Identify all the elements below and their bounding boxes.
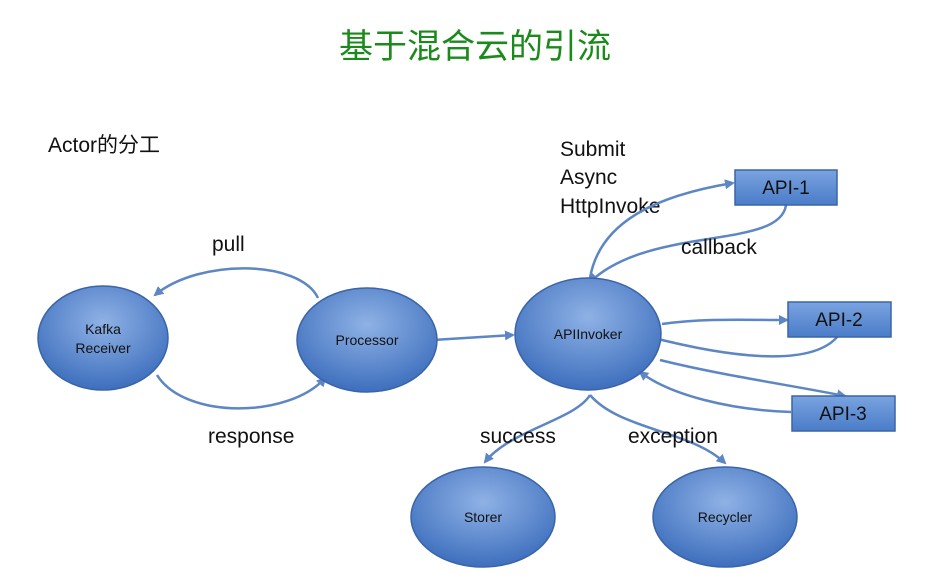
edge-label-success: success	[480, 425, 556, 448]
edge-label-callback: callback	[681, 236, 757, 259]
edge-label-pull: pull	[212, 233, 245, 256]
edges	[153, 179, 847, 465]
page-title: 基于混合云的引流	[339, 27, 611, 67]
submit-note-line-3: HttpInvoke	[560, 195, 660, 218]
api-2-label: API-2	[815, 310, 863, 331]
apiinvoker-label: APIInvoker	[554, 326, 623, 342]
edge-callback-api1	[588, 204, 788, 284]
edge-callback-api3	[638, 370, 792, 414]
submit-note-line-1: Submit	[560, 138, 626, 161]
api-1-label: API-1	[762, 178, 810, 199]
submit-note: Submit Async HttpInvoke	[560, 138, 660, 218]
processor-shape	[296, 287, 438, 393]
api-2-shape	[787, 301, 892, 338]
edge-label-exception: exception	[628, 425, 718, 448]
submit-note-line-2: Async	[560, 166, 617, 189]
node-processor[interactable]: Processor	[296, 287, 438, 393]
edge-pull	[153, 267, 320, 299]
section-label: Actor的分工	[48, 134, 160, 157]
edge-submit-api1	[588, 179, 735, 279]
apiinvoker-shape	[514, 277, 662, 391]
edge-submit-api3	[659, 358, 847, 400]
api-box-1[interactable]: API-1	[734, 169, 838, 206]
kafka-receiver-label-line-2: Receiver	[75, 340, 131, 356]
recycler-shape	[652, 466, 798, 568]
kafka-receiver-shape	[37, 285, 169, 391]
edge-response	[155, 374, 327, 410]
api-box-3[interactable]: API-3	[791, 395, 896, 432]
edge-exception	[589, 394, 727, 465]
api-box-2[interactable]: API-2	[787, 301, 892, 338]
edge-submit-api2	[661, 314, 789, 326]
recycler-label: Recycler	[698, 509, 753, 525]
node-apiinvoker[interactable]: APIInvoker	[514, 277, 662, 391]
storer-shape	[410, 466, 556, 568]
edge-callback-api2	[648, 334, 839, 358]
api-1-shape	[734, 169, 838, 206]
node-kafka-receiver[interactable]: Kafka Receiver	[37, 285, 169, 391]
node-storer[interactable]: Storer	[410, 466, 556, 568]
edge-label-response: response	[208, 425, 294, 448]
api-3-shape	[791, 395, 896, 432]
api-3-label: API-3	[819, 404, 867, 425]
edge-success	[483, 394, 592, 464]
node-recycler[interactable]: Recycler	[652, 466, 798, 568]
kafka-receiver-label-line-1: Kafka	[85, 321, 121, 337]
processor-label: Processor	[335, 332, 398, 348]
edge-processor-to-apiinvoker	[432, 330, 515, 342]
storer-label: Storer	[464, 509, 502, 525]
